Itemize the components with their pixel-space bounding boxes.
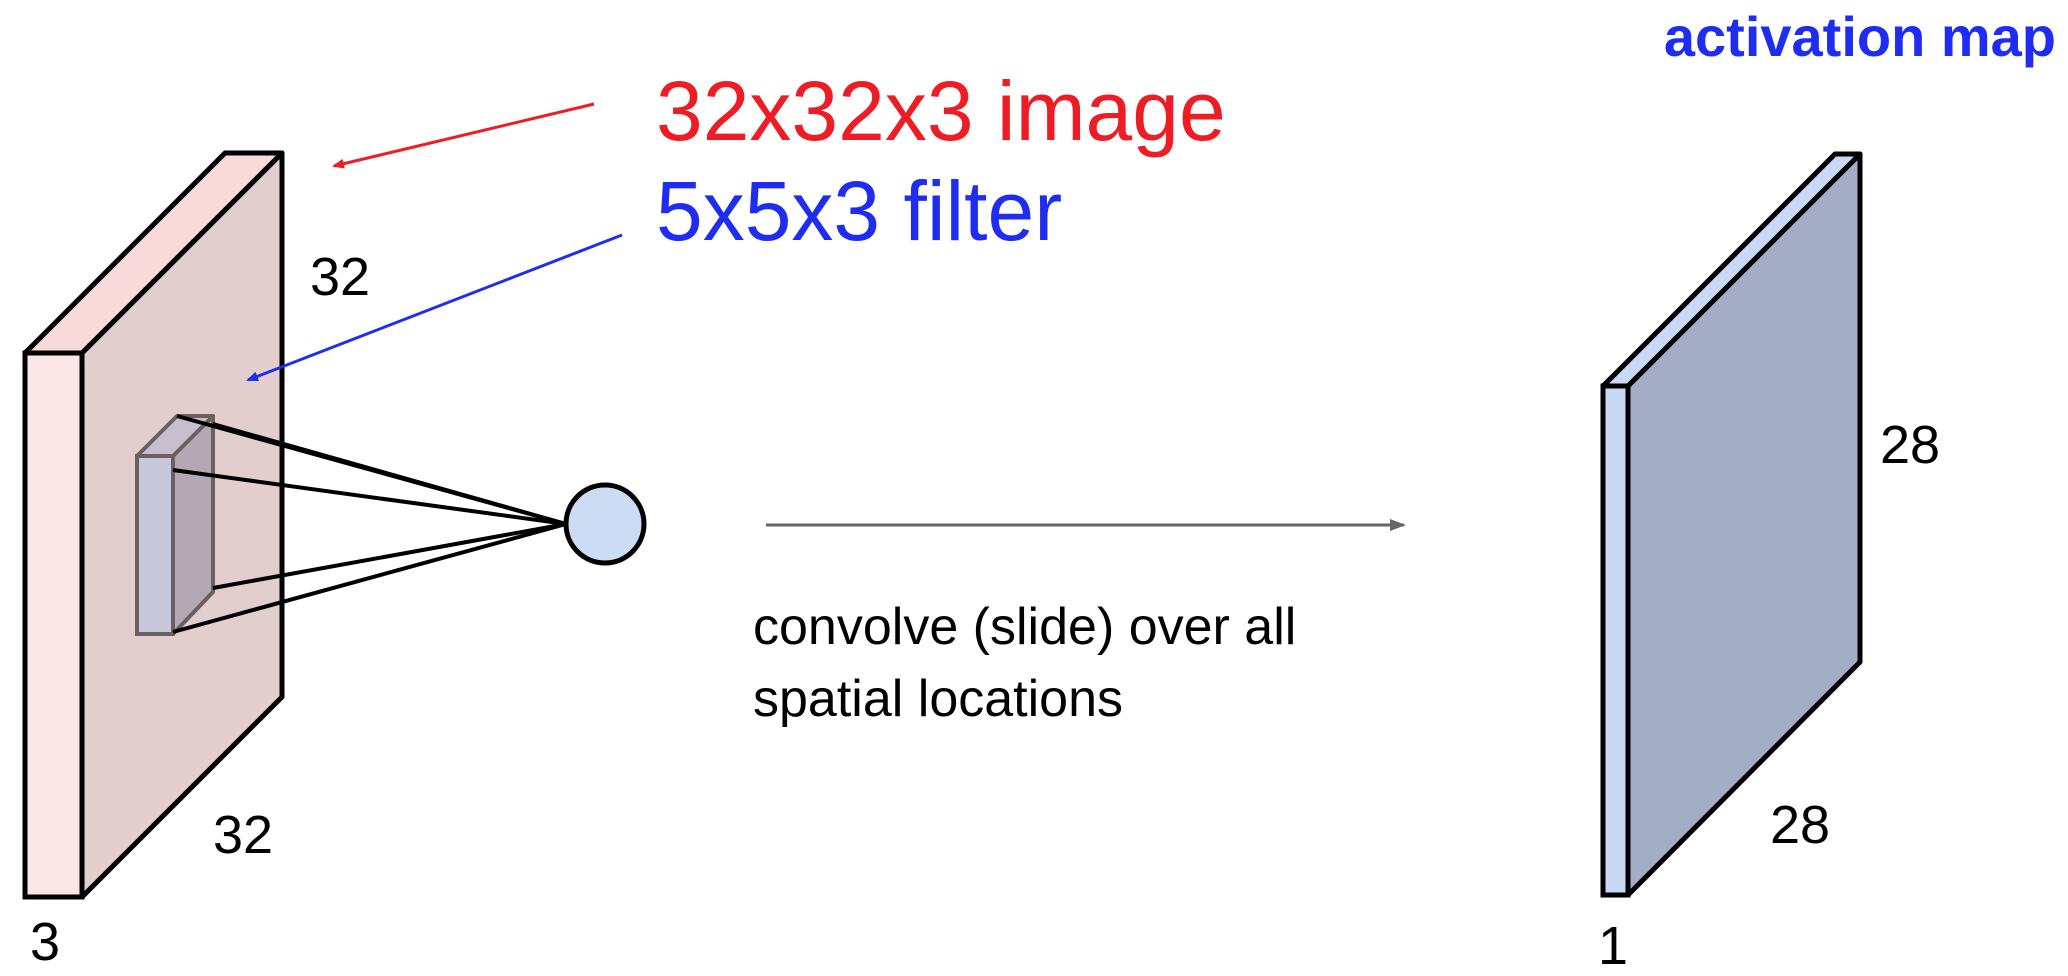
activation-map-front-face — [1600, 383, 1631, 898]
activation-map-depth-label: 1 — [1598, 916, 1628, 976]
image-pointer-arrow — [332, 102, 595, 169]
input-width-label: 32 — [213, 805, 273, 865]
convolve-caption-line-2: spatial locations — [753, 670, 1123, 728]
filter-pointer-arrow — [246, 233, 623, 382]
connection-line — [172, 468, 567, 526]
output-neuron — [563, 482, 647, 566]
image-label: 32x32x3 image — [656, 64, 1226, 158]
activation-map-volume — [1600, 151, 1863, 898]
input-height-label: 32 — [310, 247, 370, 307]
filter-volume — [135, 414, 215, 636]
filter-front-face — [135, 454, 175, 636]
activation-map-title: activation map — [1664, 5, 2056, 68]
activation-map-height-label: 28 — [1880, 415, 1940, 475]
input-volume-front-face — [22, 350, 85, 900]
activation-map-width-label: 28 — [1770, 795, 1830, 855]
connection-line — [172, 522, 567, 634]
convolve-caption-line-1: convolve (slide) over all — [753, 598, 1296, 656]
receptive-field-lines — [172, 414, 567, 634]
connection-line — [212, 522, 567, 590]
connection-line — [212, 422, 567, 526]
input-depth-label: 3 — [30, 912, 60, 972]
filter-label: 5x5x3 filter — [656, 164, 1062, 258]
